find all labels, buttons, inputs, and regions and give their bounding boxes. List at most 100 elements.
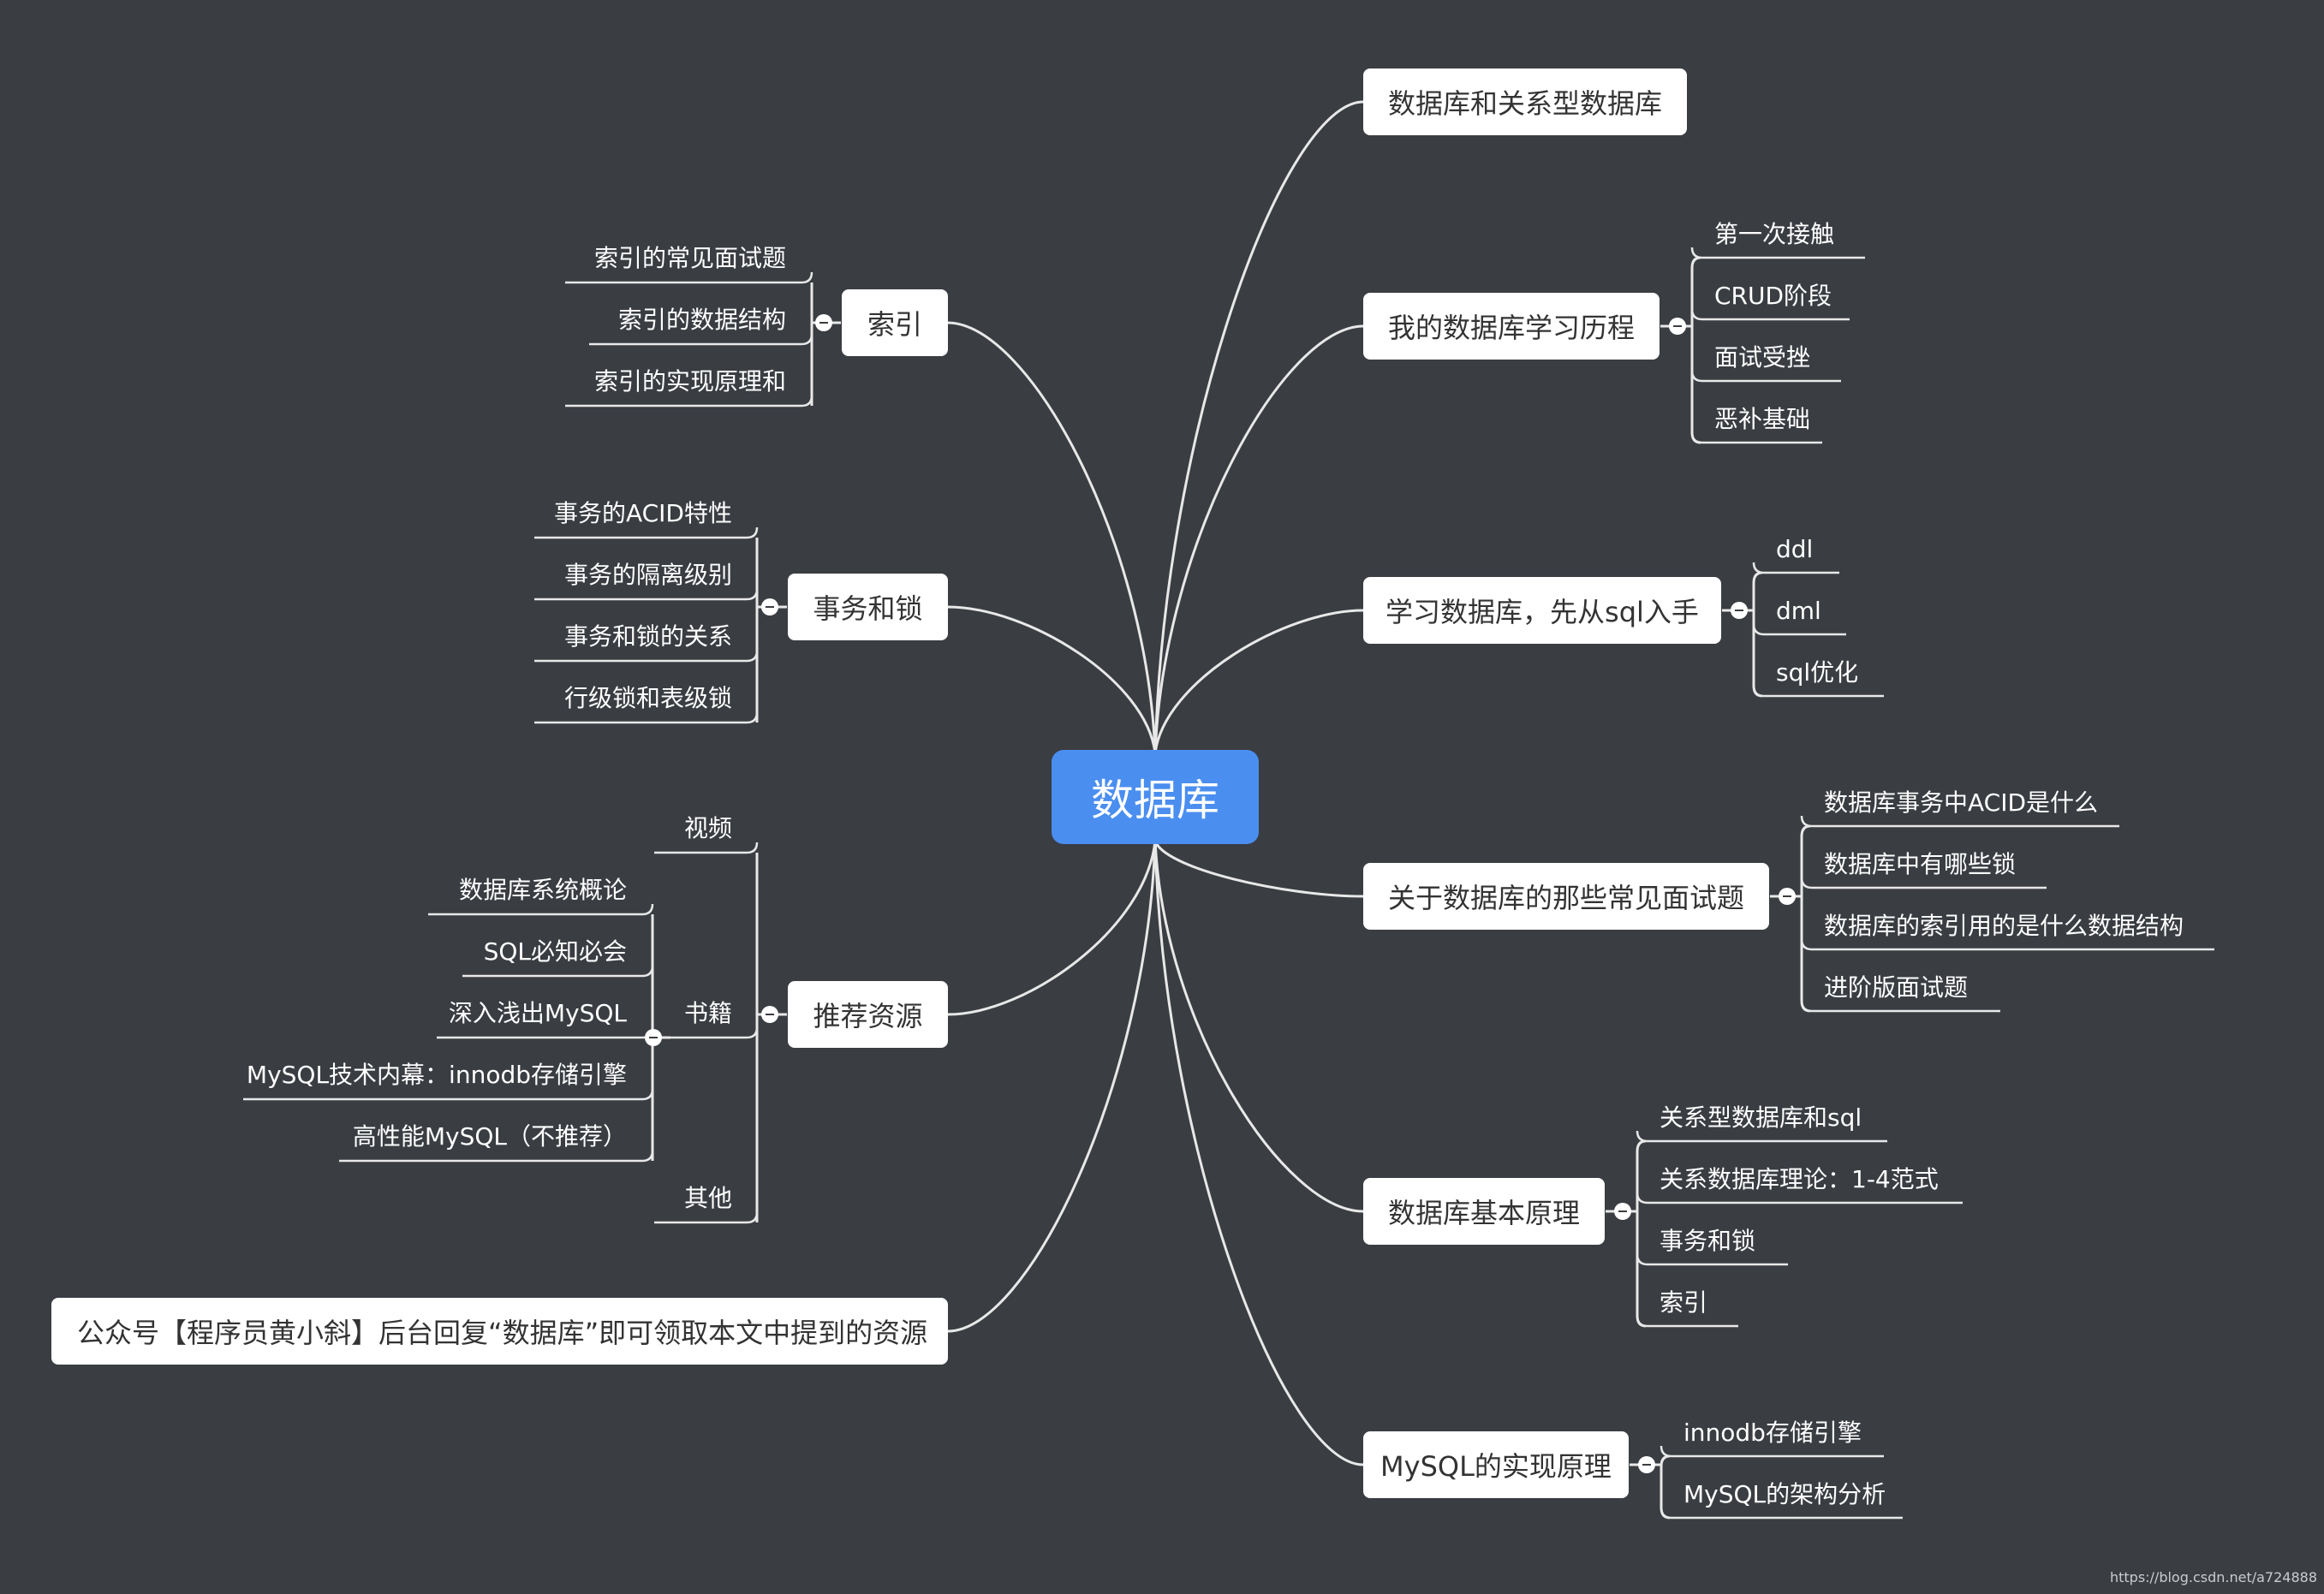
branch-connector	[1660, 1454, 1671, 1520]
leaf-underline	[1800, 1000, 2000, 1013]
topic-mysql-implementation[interactable]: MySQL的实现原理	[1363, 1431, 1629, 1498]
leaf-underline	[1752, 623, 1846, 636]
collapse-toggle-icon[interactable]	[815, 314, 832, 331]
book-mysql-in-depth[interactable]: 深入浅出MySQL	[448, 999, 627, 1027]
leaf-underline	[654, 842, 759, 854]
leaf-underline	[1690, 370, 1841, 383]
leaf-index-implementation[interactable]: 索引的实现原理和	[593, 367, 786, 396]
leaf-underline	[1752, 685, 1884, 698]
leaf-acid-properties[interactable]: 事务的ACID特性	[553, 499, 732, 527]
topic-wechat-note[interactable]: 公众号【程序员黄小斜】后台回复“数据库”即可领取本文中提到的资源	[51, 1298, 948, 1365]
leaf-underline	[1636, 1130, 1887, 1143]
collapse-toggle-icon[interactable]	[1731, 602, 1748, 619]
topic-database-relational[interactable]: 数据库和关系型数据库	[1363, 68, 1687, 135]
leaf-underline	[462, 965, 654, 978]
leaf-underline	[534, 588, 759, 601]
leaf-underline	[1660, 1507, 1903, 1520]
root-connector	[1153, 840, 1364, 1466]
topic-interview-questions[interactable]: 关于数据库的那些常见面试题	[1363, 863, 1769, 930]
topic-recommended-resources[interactable]: 推荐资源	[788, 981, 948, 1048]
collapse-toggle-icon[interactable]	[761, 598, 778, 616]
leaf-underline	[654, 1026, 759, 1039]
root-connector	[947, 840, 1157, 1016]
leaf-dml[interactable]: dml	[1776, 597, 1821, 625]
leaf-underline	[1690, 247, 1865, 259]
leaf-underline	[1636, 1253, 1788, 1266]
leaf-advanced-questions[interactable]: 进阶版面试题	[1824, 973, 1969, 1002]
leaf-underline	[1690, 431, 1822, 444]
leaf-underline	[565, 271, 813, 284]
leaf-underline	[437, 1026, 654, 1039]
collapse-toggle-icon[interactable]	[1779, 888, 1796, 905]
book-high-performance-mysql[interactable]: 高性能MySQL（不推荐）	[352, 1122, 627, 1151]
leaf-underline	[1690, 308, 1850, 321]
leaf-underline	[1660, 1445, 1884, 1458]
book-sql-must-know[interactable]: SQL必知必会	[483, 937, 627, 966]
leaf-ddl[interactable]: ddl	[1776, 535, 1814, 563]
leaf-index-structure-question[interactable]: 数据库的索引用的是什么数据结构	[1824, 912, 2184, 940]
leaf-index-interview[interactable]: 索引的常见面试题	[593, 244, 786, 272]
leaf-underline	[589, 333, 813, 346]
leaf-transactions-locks[interactable]: 事务和锁	[1660, 1227, 1756, 1255]
leaf-catch-up-basics[interactable]: 恶补基础	[1714, 405, 1811, 433]
leaf-underline	[1752, 562, 1839, 574]
leaf-underline	[565, 395, 813, 407]
leaf-underline	[654, 1211, 759, 1224]
leaf-underline	[1800, 938, 2214, 951]
collapse-toggle-icon[interactable]	[1614, 1203, 1631, 1220]
leaf-acid-question[interactable]: 数据库事务中ACID是什么	[1824, 788, 2099, 817]
leaf-row-table-locks[interactable]: 行级锁和表级锁	[563, 684, 732, 712]
leaf-mysql-architecture[interactable]: MySQL的架构分析	[1683, 1480, 1886, 1508]
topic-start-with-sql[interactable]: 学习数据库，先从sql入手	[1363, 577, 1721, 644]
leaf-underline	[243, 1088, 654, 1101]
topic-basic-principles[interactable]: 数据库基本原理	[1363, 1178, 1605, 1245]
leaf-index[interactable]: 索引	[1660, 1288, 1708, 1317]
topic-index[interactable]: 索引	[842, 289, 948, 356]
leaf-underline	[1800, 877, 2047, 889]
root-connector	[1153, 100, 1364, 754]
topic-transactions-locks[interactable]: 事务和锁	[788, 574, 948, 640]
leaf-underline	[1800, 815, 2119, 828]
leaf-isolation-levels[interactable]: 事务的隔离级别	[563, 561, 732, 589]
leaf-first-contact[interactable]: 第一次接触	[1714, 220, 1835, 248]
leaf-interview-setback[interactable]: 面试受挫	[1714, 343, 1811, 372]
leaf-others[interactable]: 其他	[683, 1184, 732, 1212]
root-topic[interactable]: 数据库	[1052, 750, 1259, 844]
leaf-underline	[534, 526, 759, 539]
root-connector	[1153, 609, 1364, 754]
leaf-underline	[534, 711, 759, 724]
book-mysql-internals-innodb[interactable]: MySQL技术内幕：innodb存储引擎	[246, 1061, 627, 1089]
collapse-toggle-icon[interactable]	[1669, 318, 1686, 335]
leaf-underline	[428, 903, 654, 916]
leaf-videos[interactable]: 视频	[683, 814, 732, 842]
branch-connector	[1690, 256, 1701, 444]
leaf-transaction-lock-relation[interactable]: 事务和锁的关系	[563, 622, 732, 651]
topic-learning-history[interactable]: 我的数据库学习历程	[1363, 293, 1660, 360]
root-connector	[947, 605, 1157, 754]
leaf-innodb[interactable]: innodb存储引擎	[1683, 1419, 1862, 1447]
leaf-underline	[1636, 1315, 1738, 1328]
watermark-credit: https://blog.csdn.net/a724888	[2109, 1569, 2317, 1585]
root-connector	[1153, 324, 1364, 754]
branch-connector	[1800, 824, 1811, 1013]
leaf-crud-stage[interactable]: CRUD阶段	[1714, 282, 1832, 310]
branch-connector	[1636, 1139, 1647, 1328]
leaf-underline	[1636, 1192, 1963, 1204]
root-connector	[1153, 840, 1364, 898]
leaf-index-structure[interactable]: 索引的数据结构	[617, 306, 786, 334]
leaf-sql-optimization[interactable]: sql优化	[1776, 658, 1859, 687]
leaf-books[interactable]: 书籍	[683, 999, 732, 1027]
leaf-underline	[339, 1150, 654, 1163]
leaf-underline	[534, 650, 759, 663]
collapse-toggle-icon[interactable]	[1638, 1456, 1655, 1473]
collapse-toggle-icon[interactable]	[761, 1006, 778, 1023]
collapse-toggle-icon[interactable]	[645, 1029, 662, 1046]
leaf-relational-sql[interactable]: 关系型数据库和sql	[1660, 1103, 1862, 1132]
root-connector	[947, 840, 1157, 1333]
leaf-lock-types-question[interactable]: 数据库中有哪些锁	[1824, 850, 2017, 878]
leaf-normal-forms[interactable]: 关系数据库理论：1-4范式	[1660, 1165, 1939, 1193]
book-database-concepts[interactable]: 数据库系统概论	[458, 876, 627, 904]
root-connector	[947, 321, 1157, 754]
